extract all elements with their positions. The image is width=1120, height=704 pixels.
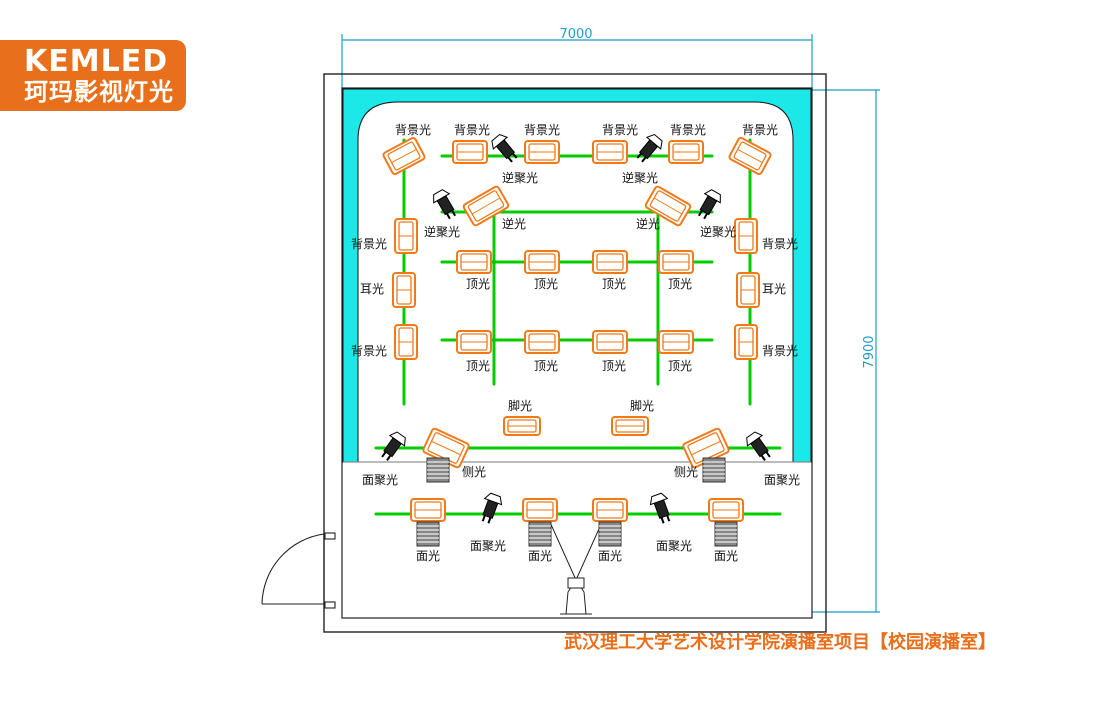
background-light-side-left-1 bbox=[394, 218, 418, 254]
label-background-light-side-r2: 背景光 bbox=[762, 344, 798, 358]
door bbox=[261, 532, 336, 609]
top-light-row2-4 bbox=[658, 330, 694, 354]
label-top-light-row1-4: 顶光 bbox=[668, 277, 692, 291]
brand-chinese-name: 珂玛影视灯光 bbox=[24, 78, 174, 106]
label-front-spot-outer-left: 面聚光 bbox=[362, 473, 398, 487]
front-light-2 bbox=[522, 498, 558, 522]
front-light-4-par bbox=[714, 521, 738, 547]
back-spot-1 bbox=[491, 133, 518, 163]
background-light-top-2 bbox=[524, 140, 560, 164]
label-front-light-1: 面光 bbox=[416, 549, 440, 563]
label-top-light-row2-1: 顶光 bbox=[466, 359, 490, 373]
top-light-row2-3 bbox=[592, 330, 628, 354]
front-light-1 bbox=[410, 498, 446, 522]
foot-light-left bbox=[503, 416, 541, 436]
label-back-light-left: 逆光 bbox=[502, 216, 526, 231]
label-background-light-2: 背景光 bbox=[454, 123, 490, 137]
label-back-spot-3: 逆聚光 bbox=[424, 224, 460, 239]
top-light-row1-1 bbox=[456, 250, 492, 274]
label-front-light-4: 面光 bbox=[714, 549, 738, 563]
room-outer-wall bbox=[323, 73, 827, 633]
background-light-corner-right bbox=[728, 137, 772, 175]
top-light-row2-1 bbox=[456, 330, 492, 354]
label-top-light-row1-1: 顶光 bbox=[466, 277, 490, 291]
label-background-light-3: 背景光 bbox=[524, 123, 560, 137]
side-light-right bbox=[682, 427, 730, 469]
front-spot-outer-right bbox=[746, 431, 771, 461]
label-background-light-6: 背景光 bbox=[742, 123, 778, 137]
brand-logo: KEMLED 珂玛影视灯光 bbox=[0, 40, 186, 111]
top-light-row2-2 bbox=[524, 330, 560, 354]
background-light-side-left-2 bbox=[394, 324, 418, 360]
background-light-top-4 bbox=[668, 140, 704, 164]
label-back-spot-2: 逆聚光 bbox=[622, 170, 658, 185]
background-light-top-3 bbox=[592, 140, 628, 164]
room-inner-wall bbox=[341, 87, 813, 619]
label-back-light-right: 逆光 bbox=[636, 216, 660, 231]
label-front-spot-inner-right: 面聚光 bbox=[656, 539, 692, 553]
dimension-lines bbox=[341, 34, 880, 613]
labels-layer: 背景光背景光背景光背景光背景光背景光逆聚光逆聚光逆聚光逆聚光逆光逆光背景光背景光… bbox=[351, 123, 800, 563]
label-foot-light-left: 脚光 bbox=[508, 398, 532, 413]
front-light-1-par bbox=[416, 521, 440, 547]
label-background-light-side-r1: 背景光 bbox=[762, 237, 798, 251]
front-light-4 bbox=[708, 498, 744, 522]
label-back-spot-4: 逆聚光 bbox=[700, 224, 736, 239]
label-background-light-side-l2: 背景光 bbox=[351, 344, 387, 358]
label-top-light-row2-3: 顶光 bbox=[602, 359, 626, 373]
label-background-light-5: 背景光 bbox=[670, 123, 706, 137]
back-spot-2 bbox=[636, 133, 663, 163]
front-spot-inner-left bbox=[481, 492, 503, 524]
label-ear-light-left: 耳光 bbox=[360, 282, 384, 296]
label-front-spot-outer-right: 面聚光 bbox=[764, 473, 800, 487]
ear-light-right bbox=[736, 272, 760, 308]
label-background-light-1: 背景光 bbox=[395, 123, 431, 137]
label-front-light-3: 面光 bbox=[598, 549, 622, 563]
label-top-light-row1-2: 顶光 bbox=[534, 277, 558, 291]
width-dimension-label: 7000 bbox=[559, 27, 592, 42]
foot-light-right bbox=[611, 416, 649, 436]
brand-name: KEMLED bbox=[24, 44, 169, 79]
label-background-light-4: 背景光 bbox=[602, 123, 638, 137]
label-top-light-row2-4: 顶光 bbox=[668, 359, 692, 373]
side-light-left-par bbox=[426, 457, 450, 483]
label-side-light-right: 侧光 bbox=[674, 465, 698, 479]
top-light-row1-4 bbox=[658, 250, 694, 274]
cyclorama-backdrop bbox=[342, 88, 812, 463]
front-light-3-par bbox=[598, 521, 622, 547]
back-light-left bbox=[462, 185, 510, 227]
front-spot-outer-left bbox=[381, 431, 406, 461]
back-light-right bbox=[644, 185, 692, 227]
ear-light-left bbox=[392, 272, 416, 308]
label-back-spot-1: 逆聚光 bbox=[502, 170, 538, 185]
back-spot-4 bbox=[698, 189, 721, 220]
top-light-row1-3 bbox=[592, 250, 628, 274]
label-front-light-2: 面光 bbox=[528, 549, 552, 563]
top-light-row1-2 bbox=[524, 250, 560, 274]
background-light-side-right-1 bbox=[734, 218, 758, 254]
label-top-light-row2-2: 顶光 bbox=[534, 359, 558, 373]
front-light-2-par bbox=[528, 521, 552, 547]
project-caption: 武汉理工大学艺术设计学院演播室项目【校园演播室】 bbox=[564, 632, 996, 653]
front-light-3 bbox=[592, 498, 628, 522]
front-spot-inner-right bbox=[649, 492, 671, 524]
background-light-top-1 bbox=[452, 140, 488, 164]
back-spot-3 bbox=[433, 189, 456, 220]
label-front-spot-inner-left: 面聚光 bbox=[470, 539, 506, 553]
label-top-light-row1-3: 顶光 bbox=[602, 277, 626, 291]
label-background-light-side-l1: 背景光 bbox=[351, 237, 387, 251]
background-light-corner-left bbox=[382, 137, 426, 175]
side-light-right-par bbox=[702, 457, 726, 483]
label-ear-light-right: 耳光 bbox=[762, 282, 786, 296]
fixtures-layer bbox=[381, 133, 772, 547]
label-foot-light-right: 脚光 bbox=[630, 398, 654, 413]
background-light-side-right-2 bbox=[734, 324, 758, 360]
height-dimension-label: 7900 bbox=[862, 335, 877, 368]
label-side-light-left: 侧光 bbox=[462, 465, 486, 479]
